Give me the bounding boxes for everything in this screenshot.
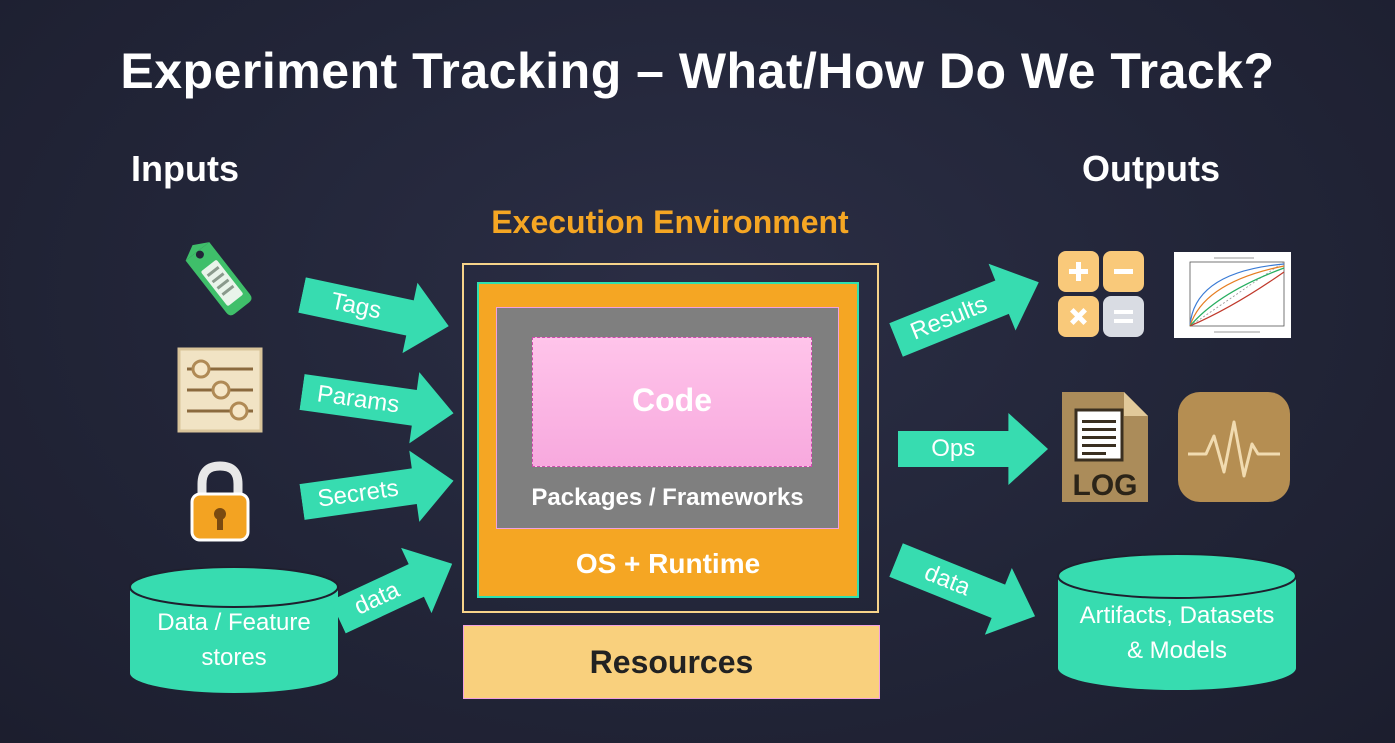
calculator-icon: [1058, 251, 1144, 337]
data-store-line2: stores: [201, 644, 267, 671]
tags-arrow: Tags: [295, 260, 457, 362]
padlock-icon: [190, 461, 250, 542]
params-arrow: Params: [297, 356, 459, 449]
tags-label: Tags: [328, 287, 384, 325]
params-label: Params: [315, 380, 402, 419]
ops-label: Ops: [931, 435, 976, 462]
data-feature-store-cylinder: [129, 566, 339, 693]
resources-label: Resources: [589, 643, 754, 680]
code-box: [532, 337, 812, 467]
artifacts-label: Artifacts, Datasets & Models: [1056, 598, 1298, 668]
artifacts-line2: & Models: [1126, 637, 1228, 664]
results-label: Results: [906, 290, 991, 346]
data-store-label: Data / Feature stores: [128, 605, 340, 675]
resources-box: Resources: [463, 625, 880, 699]
pulse-icon: [1178, 392, 1290, 502]
input-data-arrow: data: [323, 531, 468, 650]
execution-environment-frame: [462, 263, 879, 613]
secrets-label: Secrets: [315, 474, 401, 513]
environment-heading: Execution Environment: [491, 204, 849, 240]
os-runtime-label: OS + Runtime: [575, 548, 761, 579]
inputs-heading: Inputs: [131, 148, 239, 189]
roc-chart-icon: [1174, 252, 1291, 338]
artifacts-cylinder: [1057, 553, 1297, 690]
code-label: Code: [632, 382, 712, 418]
outputs-heading: Outputs: [1082, 148, 1220, 189]
log-file-icon: LOG: [1062, 392, 1148, 502]
artifacts-line1: Artifacts, Datasets: [1079, 602, 1275, 629]
output-data-arrow: data: [883, 527, 1049, 650]
ops-arrow: Ops: [898, 413, 1048, 485]
log-icon-text: LOG: [1073, 469, 1138, 502]
secrets-arrow: Secrets: [297, 445, 459, 538]
data-store-line1: Data / Feature: [157, 609, 311, 636]
tag-icon: [185, 242, 252, 316]
page-title: Experiment Tracking – What/How Do We Tra…: [120, 43, 1275, 99]
results-arrow: Results: [883, 249, 1053, 373]
sliders-icon: [177, 347, 263, 433]
packages-label: Packages / Frameworks: [531, 484, 804, 511]
